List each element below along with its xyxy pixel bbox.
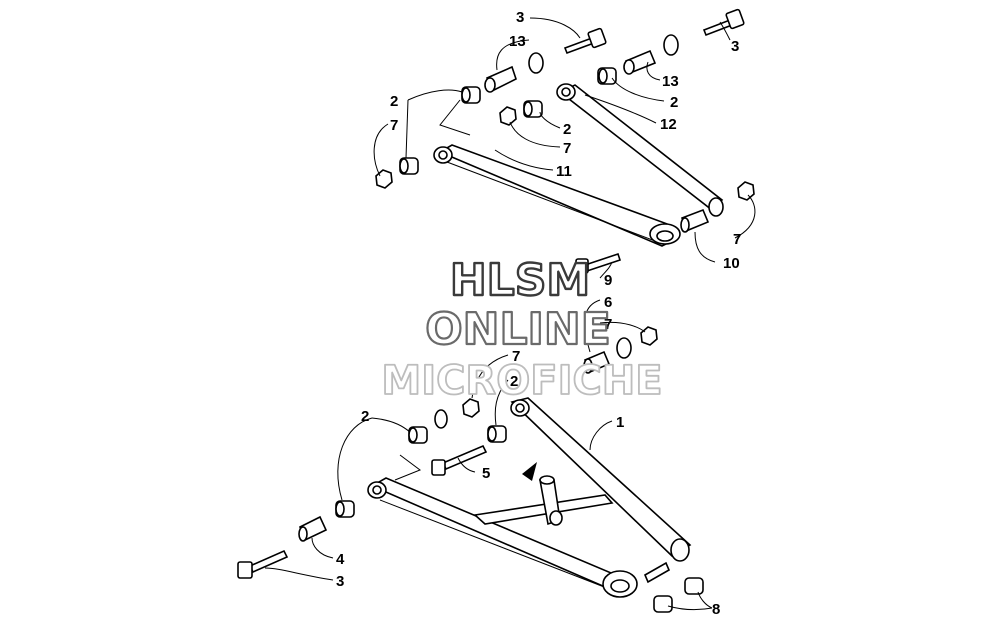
callout-10: 10 [723,255,740,272]
callout-1: 1 [616,414,624,431]
washer-left [528,52,544,74]
upper-arm-tube-11 [438,144,671,247]
shock-mount-post [539,475,563,526]
callout-3-right: 3 [731,38,739,55]
bushing-2-b [597,67,617,85]
sleeve-10 [680,208,710,233]
leader-lines [264,17,756,611]
callout-2-right: 2 [670,94,678,111]
bushing-2-d [399,157,419,175]
callout-3-bottom: 3 [336,573,344,590]
callout-2-mid: 2 [563,121,571,138]
sleeve-13-left [484,65,517,93]
callout-13-right: 13 [662,73,679,90]
sleeve-13-right [623,49,657,75]
watermark-line-3: MICROFICHE [381,358,662,404]
washer-right [663,34,679,56]
callout-4: 4 [336,551,345,568]
callout-5: 5 [482,465,490,482]
callout-13-left: 13 [509,33,526,50]
lower-ball-joint [602,538,690,598]
bolt-9 [575,252,622,274]
callout-labels: 3 13 3 13 2 7 2 12 2 7 11 7 10 9 6 7 7 2… [336,9,741,618]
sleeve-4 [298,515,328,542]
callout-9: 9 [604,272,612,289]
nut-7-b [375,169,393,189]
watermark-line-1: HLSM [450,255,590,306]
callout-2-low-left: 2 [361,408,369,425]
bolt-5 [431,444,488,476]
bushing-8-b [653,595,673,613]
callout-7-low: 7 [604,316,612,333]
bolt-6-sleeve [583,350,611,374]
washer-lower-left [434,409,448,429]
callout-2-left: 2 [390,93,398,110]
bushing-2-g [335,500,355,518]
callout-7-r2: 7 [733,231,741,248]
bushing-2-a [461,86,481,104]
bushing-2-c [523,100,543,118]
bushing-2-e [408,426,428,444]
callout-7-left: 7 [390,117,398,134]
lower-arm-front-tube [370,477,625,591]
callout-11: 11 [556,163,572,180]
callout-12: 12 [660,116,677,133]
callout-6: 6 [604,294,612,311]
lower-a-arm [367,397,692,598]
watermark-line-2: ONLINE [425,304,611,355]
bolt-bottom [237,549,289,579]
bolt-right [702,8,745,37]
watermark: HLSM ONLINE MICROFICHE [380,254,663,405]
bushing-2-f [487,425,507,443]
nut-lower-left [462,398,480,418]
nut-7-a [499,106,517,126]
lower-hardware [237,326,704,613]
bushing-8-a [684,577,704,595]
washer-6 [616,337,632,359]
lower-arm-cross-brace [473,494,614,525]
nut-7-c [737,181,755,201]
callout-8: 8 [712,601,720,618]
upper-hardware [375,8,755,274]
nut-7-d [640,326,658,346]
upper-arm-tube-12 [558,84,724,212]
direction-arrow [522,462,537,481]
upper-a-arm [433,83,724,247]
callout-2-low: 2 [510,373,518,390]
bolt-top [563,27,607,55]
lower-arm-rear-tube [510,397,692,558]
callout-7-mid: 7 [563,140,571,157]
callout-3-top: 3 [516,9,524,26]
callout-7-low2: 7 [512,348,520,365]
upper-rear-end-eye [708,197,724,217]
